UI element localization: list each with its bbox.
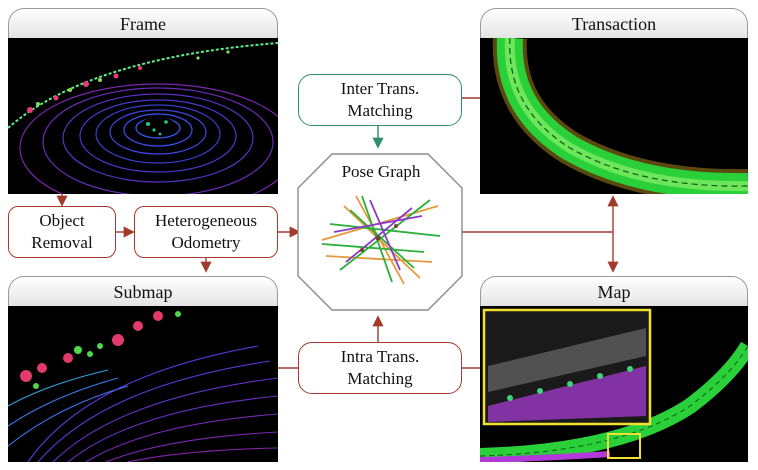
frame-image — [8, 38, 278, 194]
transaction-title: Transaction — [571, 14, 657, 34]
intra-trans-matching-box: Intra Trans. Matching — [298, 342, 462, 394]
inter-trans-matching-box: Inter Trans. Matching — [298, 74, 462, 126]
inter-trans-line2: Matching — [347, 101, 413, 120]
submap-title: Submap — [113, 282, 173, 302]
object-removal-line2: Removal — [31, 233, 93, 252]
transaction-tab: Transaction — [480, 8, 748, 38]
frame-title: Frame — [120, 14, 166, 34]
map-tab: Map — [480, 276, 748, 306]
pose-graph-octagon — [297, 153, 463, 311]
transaction-image — [480, 38, 748, 194]
pose-graph-label: Pose Graph — [341, 162, 421, 181]
map-title: Map — [597, 282, 631, 302]
intra-trans-line2: Matching — [347, 369, 413, 388]
submap-tab: Submap — [8, 276, 278, 306]
object-removal-line1: Object — [39, 211, 85, 230]
frame-tab: Frame — [8, 8, 278, 38]
map-image — [480, 306, 748, 462]
heterogeneous-odometry-box: Heterogeneous Odometry — [134, 206, 278, 258]
intra-trans-line1: Intra Trans. — [340, 347, 420, 366]
inter-trans-line1: Inter Trans. — [340, 79, 420, 98]
submap-image — [8, 306, 278, 462]
odometry-line2: Odometry — [171, 233, 241, 252]
object-removal-box: Object Removal — [8, 206, 116, 258]
odometry-line1: Heterogeneous — [155, 211, 257, 230]
